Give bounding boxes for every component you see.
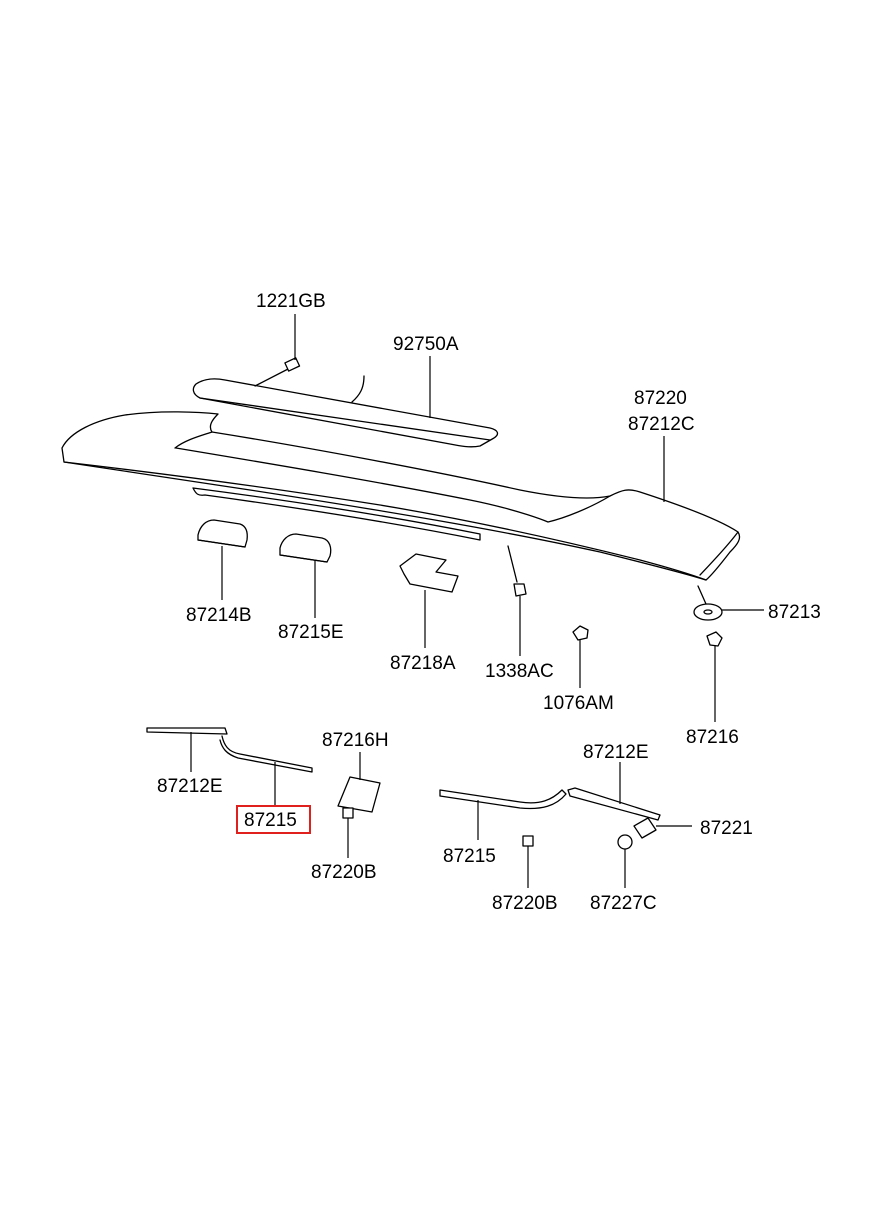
pad-87221-part[interactable] <box>633 817 657 839</box>
pad-87214B-part[interactable] <box>197 519 248 548</box>
label-92750A[interactable]: 92750A <box>393 334 459 355</box>
label-87220B-left[interactable]: 87220B <box>311 862 377 883</box>
part-labels: 1221GB 92750A 87220 87212C 87214B 87215E… <box>157 291 821 914</box>
pad-87215E-part[interactable] <box>279 533 332 563</box>
stop-lamp-part[interactable] <box>192 375 499 448</box>
strip-87212E-right-part[interactable] <box>567 787 661 821</box>
label-87215-left[interactable]: 87215 <box>244 810 297 831</box>
grommet-87216-part[interactable] <box>706 631 723 647</box>
strip-87215-right-part[interactable] <box>439 789 567 810</box>
label-87218A[interactable]: 87218A <box>390 653 456 674</box>
rear-spoiler-part[interactable] <box>61 411 741 581</box>
clip-1338AC-part[interactable] <box>507 545 527 597</box>
label-87216[interactable]: 87216 <box>686 727 739 748</box>
label-87215-right[interactable]: 87215 <box>443 846 496 867</box>
label-87220B-right[interactable]: 87220B <box>492 893 558 914</box>
label-87212C[interactable]: 87212C <box>628 414 695 435</box>
strip-87212E-left-part[interactable] <box>146 727 228 735</box>
label-87221[interactable]: 87221 <box>700 818 753 839</box>
label-1076AM[interactable]: 1076AM <box>543 693 614 714</box>
highlight-box-87215 <box>236 805 311 834</box>
label-87213[interactable]: 87213 <box>768 602 821 623</box>
bracket-87218A-part[interactable] <box>399 553 459 593</box>
washer-87213-part[interactable] <box>693 585 723 621</box>
nut-1076AM-part[interactable] <box>572 625 589 641</box>
label-1221GB[interactable]: 1221GB <box>256 291 326 312</box>
clip-87220B-left-part[interactable] <box>342 807 354 819</box>
plug-87227C-part[interactable] <box>617 834 633 850</box>
pad-87216H-part[interactable] <box>337 776 381 813</box>
label-87215E[interactable]: 87215E <box>278 622 344 643</box>
clip-87220B-right-part[interactable] <box>522 835 534 847</box>
label-87212E-right[interactable]: 87212E <box>583 742 649 763</box>
leader-lines <box>190 314 764 888</box>
label-87214B[interactable]: 87214B <box>186 605 252 626</box>
label-87212E-left[interactable]: 87212E <box>157 776 223 797</box>
label-1338AC[interactable]: 1338AC <box>485 661 554 682</box>
label-87227C[interactable]: 87227C <box>590 893 657 914</box>
label-87216H[interactable]: 87216H <box>322 730 389 751</box>
strip-87215-left-part[interactable] <box>219 735 313 773</box>
screw-1221GB-part[interactable] <box>254 357 301 387</box>
label-87220-top[interactable]: 87220 <box>634 388 687 409</box>
